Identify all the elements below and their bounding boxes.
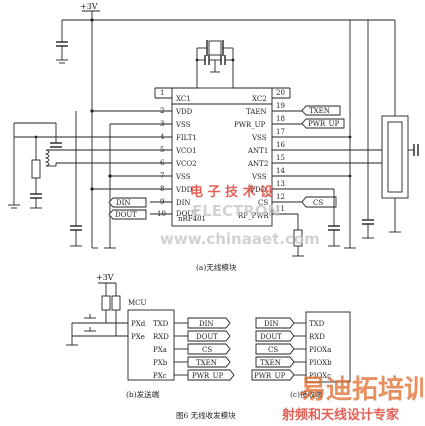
svg-text:TXEN: TXEN [260,359,281,367]
crystal [208,40,222,56]
nrf401-chip [171,87,273,227]
svg-text:XC2: XC2 [252,95,267,103]
svg-text:VDD: VDD [175,108,193,116]
caption-c: (c)接收端 [290,389,323,399]
svg-text:PIOXc: PIOXc [309,372,331,380]
svg-text:CS: CS [268,346,278,354]
svg-text:FILT1: FILT1 [176,134,197,142]
mcu-block [127,309,175,381]
tag-cs [301,196,337,208]
svg-text:VSS: VSS [175,173,191,181]
svg-text:PXd: PXd [131,320,146,328]
svg-text:PXe: PXe [131,333,145,341]
svg-text:PWR_UP: PWR_UP [254,372,286,380]
svg-text:12: 12 [276,193,285,201]
svg-text:DOUT: DOUT [260,333,282,341]
inductor [44,149,50,167]
tag-txen [301,105,341,116]
supply-label-top: +3V [80,2,98,11]
watermark-brand-big: 易迪拓培训 [300,375,425,405]
receiver-mcu-block [305,311,351,383]
chip-right-pins: 20 XC2 19 TAEN 18 PWR_UP 17 VSS 16 ANT1 … [234,89,285,220]
junction [90,18,94,22]
svg-text:ANT1: ANT1 [247,147,268,155]
svg-text:16: 16 [276,141,285,149]
figure-caption: 图6 无线收发模块 [176,410,236,420]
svg-text:15: 15 [276,154,285,162]
svg-text:DOUT: DOUT [176,210,198,218]
svg-text:PWR_UP: PWR_UP [192,372,224,380]
svg-text:VCO1: VCO1 [175,147,197,155]
svg-text:CS: CS [313,199,323,207]
mcu-label: MCU [128,299,147,307]
svg-text:20: 20 [276,89,285,97]
svg-text:VCO2: VCO2 [175,160,197,168]
svg-text:CS: CS [258,199,268,207]
svg-text:PXc: PXc [153,372,167,380]
svg-text:TXD: TXD [153,320,169,328]
svg-text:PIOXa: PIOXa [309,346,331,354]
svg-text:1: 1 [160,89,164,97]
svg-text:PIOXb: PIOXb [309,359,332,367]
svg-text:PWR_UP: PWR_UP [308,120,340,128]
svg-text:VDD: VDD [249,186,267,194]
svg-text:VDD: VDD [175,186,193,194]
svg-text:PWR_UP: PWR_UP [234,121,266,129]
resistor [31,159,41,179]
svg-text:DIN: DIN [176,199,191,207]
svg-text:TXEN: TXEN [309,107,330,115]
svg-text:PXb: PXb [153,359,168,367]
svg-text:PXa: PXa [153,346,167,354]
svg-text:17: 17 [276,128,285,136]
svg-text:DIN: DIN [116,199,131,207]
caption-a: (a)无线模块 [196,262,237,272]
svg-text:XC1: XC1 [176,95,191,103]
svg-text:19: 19 [276,102,285,110]
svg-text:TXEN: TXEN [196,359,217,367]
svg-text:VSS: VSS [251,173,267,181]
resistor [101,295,111,311]
svg-text:RF_PWR: RF_PWR [238,212,270,220]
watermark-electron: ELECTRON [192,202,280,220]
svg-text:11: 11 [276,205,285,213]
svg-text:RXD: RXD [153,333,169,341]
receiver-signal-tags: DIN DOUT CS TXEN PWR_UP [251,317,306,381]
svg-text:VSS: VSS [175,121,191,129]
supply-label-mcu: +3V [96,273,114,282]
svg-text:DOUT: DOUT [115,211,137,219]
chip-part-label: nRF401 [178,215,206,223]
tag-din [108,197,147,208]
watermark-brand: 射频和天线设计专家 [281,407,400,423]
svg-text:14: 14 [276,167,285,175]
svg-text:ANT2: ANT2 [247,160,268,168]
svg-text:DOUT: DOUT [196,333,218,341]
svg-text:VSS: VSS [251,134,267,142]
svg-text:TAEN: TAEN [246,108,267,116]
svg-text:13: 13 [276,180,285,188]
svg-text:DIN: DIN [199,320,214,328]
loop-antenna [381,115,409,199]
svg-text:RXD: RXD [309,333,325,341]
svg-text:18: 18 [276,115,285,123]
tag-pwr-up [301,118,345,129]
tag-dout [108,209,147,220]
caption-b: (b)发送端 [126,389,160,399]
watermark-site: www.chinaaet.com [160,230,320,248]
resistor [111,295,121,311]
svg-text:TXD: TXD [309,320,325,328]
watermark-red: 电 子 技 术 设 [190,184,274,200]
sender-signal-tags: DIN DOUT CS TXEN PWR_UP [174,317,235,381]
svg-text:CS: CS [202,346,212,354]
svg-text:DIN: DIN [264,320,279,328]
